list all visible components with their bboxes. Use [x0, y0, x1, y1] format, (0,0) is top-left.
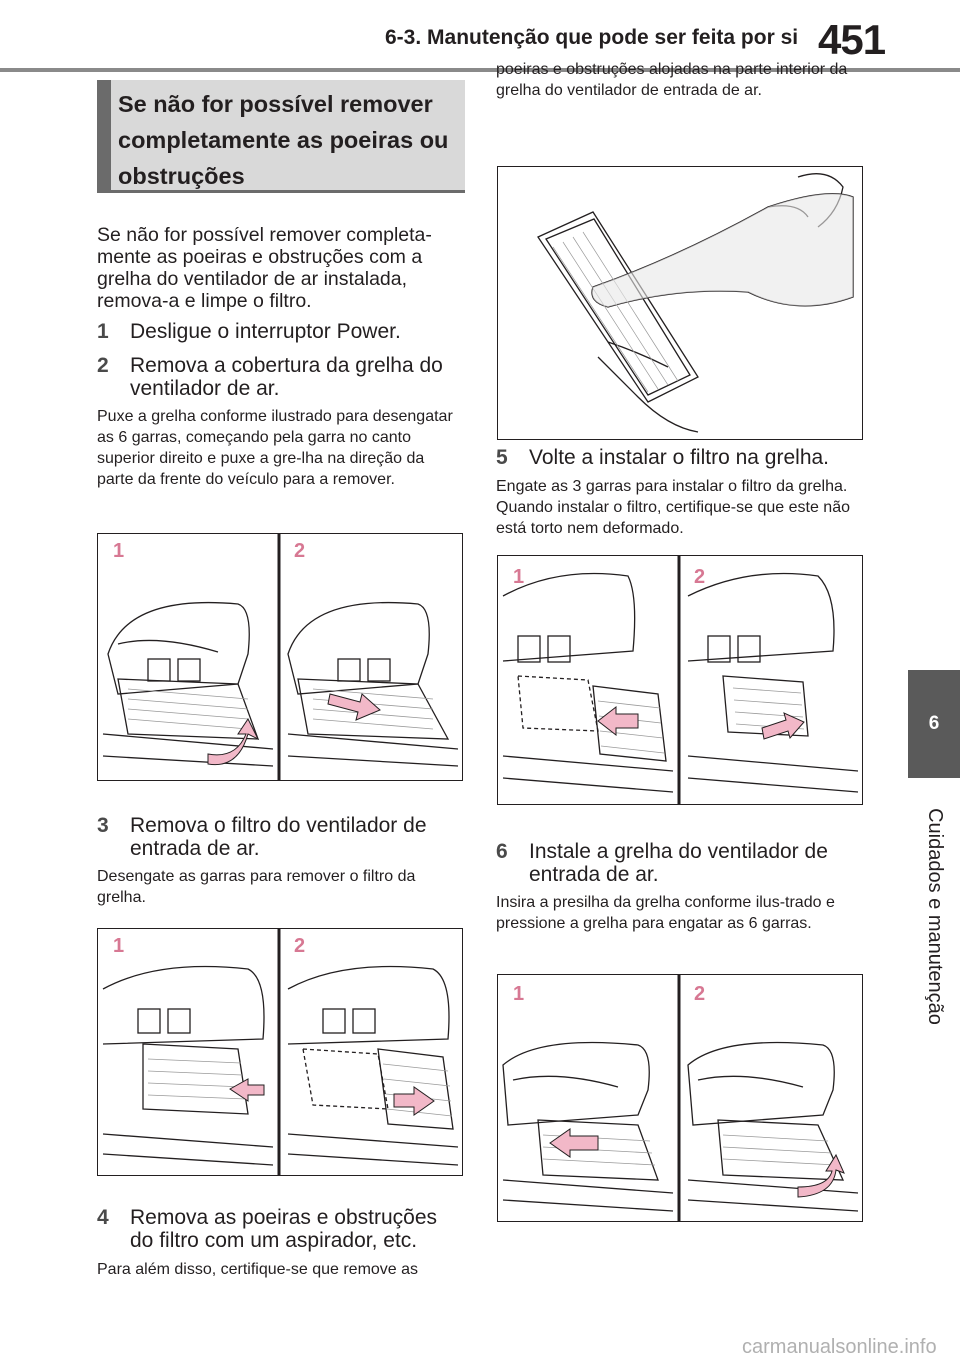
figure-step-6: 1 2	[497, 974, 863, 1222]
step-2-number: 2	[97, 354, 109, 377]
figure-step-2-label-2: 2	[294, 540, 306, 562]
step-6-number: 6	[496, 840, 508, 863]
step-4-note: Para além disso, certifique-se que remov…	[97, 1259, 465, 1281]
figure-step-5-label-2: 2	[694, 566, 706, 588]
figure-step-4-drawing	[537, 173, 854, 433]
figure-step-4	[497, 166, 863, 440]
step-5-text: Volte a instalar o filtro na grelha.	[529, 446, 830, 469]
step-4-text: Remova as poeiras e obstruções do filtro…	[130, 1206, 437, 1252]
step-2-note: Puxe a grelha conforme ilustrado para de…	[97, 408, 453, 488]
step-2-text: Remova a cobertura da grelha do ventilad…	[130, 354, 443, 400]
figure-step-6-label-2: 2	[694, 983, 706, 1005]
header-rule	[0, 68, 960, 72]
step-1-text: Desligue o interruptor Power.	[130, 320, 401, 343]
step-6-note: Insira a presilha da grelha conforme ilu…	[496, 894, 835, 932]
figure-step-6-label-1: 1	[513, 983, 525, 1005]
figure-step-3-drawing	[102, 929, 459, 1175]
chapter-tab-title: Cuidados e manutenção	[923, 808, 946, 1025]
step-4-note-continued: Para além disso, certifique-se que remov…	[496, 59, 864, 143]
figure-step-6-drawing	[502, 975, 859, 1221]
section-heading-box	[97, 80, 465, 192]
step-6-text: Instale a grelha do ventilador de entrad…	[529, 840, 828, 886]
step-3-note: Desengate as garras para remover o filtr…	[97, 868, 416, 906]
step-4-number: 4	[97, 1206, 109, 1229]
chapter-tab-label: Cuidados e manutenção	[908, 778, 960, 1055]
figure-step-5-label-1: 1	[513, 566, 525, 588]
step-4-note-text: Para além disso, certifique-se que remov…	[97, 1261, 419, 1278]
figure-step-5-drawing	[502, 556, 859, 804]
figure-step-3-label-2: 2	[294, 935, 306, 957]
page-number: 451	[818, 16, 886, 63]
step-3-number: 3	[97, 814, 109, 837]
footer-watermark: carmanualsonline.info	[742, 1336, 937, 1358]
section-heading: Se não for possível remover completament…	[118, 91, 449, 189]
figure-step-2: 1 2	[97, 533, 463, 781]
figure-step-3: 1 2	[97, 928, 463, 1176]
step-1-number: 1	[97, 320, 109, 343]
intro-paragraph: Se não for possível remover completa-men…	[97, 224, 432, 312]
figure-step-5: 1 2	[497, 555, 863, 805]
step-5-note: Engate as 3 garras para instalar o filtr…	[496, 478, 850, 537]
step-5-number: 5	[496, 446, 508, 469]
step-3-text: Remova o filtro do ventilador de entrada…	[130, 814, 427, 860]
section-heading-bar	[97, 80, 111, 192]
chapter-tab-number[interactable]: 6	[908, 670, 960, 778]
figure-step-2-label-1: 1	[113, 540, 125, 562]
step-4-note-continued-text: Para além disso, certifique-se que remov…	[496, 61, 848, 99]
figure-step-2-drawing	[102, 534, 459, 780]
figure-step-3-label-1: 1	[113, 935, 125, 957]
section-heading-underline	[97, 190, 465, 193]
header-section-title: 6-3. Manutenção que pode ser feita por s…	[385, 26, 799, 49]
